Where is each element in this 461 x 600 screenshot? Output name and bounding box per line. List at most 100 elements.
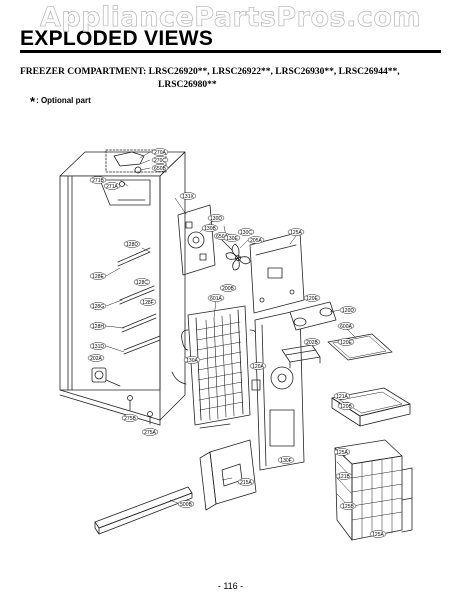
svg-text:120E: 120E: [306, 296, 318, 302]
callout-label: 202A: [87, 354, 105, 362]
callout-label: 275B: [121, 414, 139, 422]
model-list-line-1: FREEZER COMPARTMENT: LRSC26920**, LRSC26…: [20, 67, 400, 77]
svg-text:120B: 120B: [340, 404, 352, 410]
optional-part-text: : Optional part: [36, 96, 91, 105]
callout-label: 215A: [237, 478, 255, 486]
svg-text:120E: 120E: [340, 340, 352, 346]
callout-label: 128G: [89, 302, 107, 310]
callout-label: 131D: [89, 342, 107, 350]
svg-text:275B: 275B: [124, 416, 136, 422]
tray-drawing: [331, 387, 411, 427]
svg-text:130E: 130E: [226, 236, 238, 242]
callout-label: 121A: [333, 392, 351, 400]
svg-text:500B: 500B: [180, 502, 192, 508]
svg-text:131D: 131D: [92, 344, 104, 350]
callout-label: 125A: [287, 228, 305, 236]
callout-label: 202B: [303, 338, 321, 346]
wire-basket-drawing: [334, 439, 413, 541]
callout-label: 120E: [303, 294, 321, 302]
callout-label: 128C: [133, 278, 151, 286]
callout-label: 128D: [123, 240, 141, 248]
optional-part-note: *: Optional part: [30, 94, 91, 109]
svg-text:130F: 130F: [280, 458, 291, 464]
callout-label: 270C: [151, 156, 169, 164]
svg-text:271B: 271B: [92, 178, 104, 184]
callout-label: 130F: [277, 456, 295, 464]
svg-text:600A: 600A: [340, 324, 352, 330]
callout-label: 120E: [337, 338, 355, 346]
callout-label: 130E: [223, 234, 241, 242]
callout-label: 121B: [335, 472, 353, 480]
svg-text:200B: 200B: [222, 286, 234, 292]
svg-text:128F: 128F: [142, 300, 153, 306]
callout-label: 120A: [249, 362, 267, 370]
callout-label: 500B: [177, 500, 195, 508]
svg-text:130A: 130A: [186, 358, 198, 364]
svg-text:125B: 125B: [342, 504, 354, 510]
page-title: EXPLODED VIEWS: [20, 27, 214, 50]
callout-label: 131X: [179, 192, 197, 200]
callout-label: 270A: [151, 148, 169, 156]
callout-label: 271B: [89, 176, 107, 184]
svg-text:275A: 275A: [144, 430, 156, 436]
callout-label: 271A: [103, 182, 121, 190]
bin-bracket-drawing: [199, 439, 257, 511]
svg-text:121B: 121B: [338, 474, 350, 480]
title-rule: [20, 50, 441, 53]
callout-label: 200B: [219, 284, 237, 292]
evaporator-drawing: [171, 305, 259, 429]
callout-label: 120D: [339, 306, 357, 314]
svg-text:130D: 130D: [210, 216, 222, 222]
callout-label: 601A: [207, 294, 225, 302]
model-list-line-2: LRSC26980**: [158, 80, 217, 90]
callout-label: 128E: [89, 272, 107, 280]
svg-text:120A: 120A: [252, 364, 264, 370]
svg-text:202A: 202A: [90, 356, 102, 362]
svg-text:125A: 125A: [336, 450, 348, 456]
optional-star-icon: *: [30, 94, 36, 109]
svg-text:271A: 271A: [106, 184, 118, 190]
svg-text:650A: 650A: [216, 234, 228, 240]
ice-chute-drawing: [289, 301, 337, 331]
svg-text:202B: 202B: [306, 340, 318, 346]
callout-label: 600A: [337, 322, 355, 330]
glass-shelf-drawing: [327, 333, 393, 361]
svg-text:128D: 128D: [126, 242, 138, 248]
page-number: - 116 -: [217, 581, 244, 591]
callout-label: 120B: [337, 402, 355, 410]
svg-text:270A: 270A: [154, 150, 166, 156]
svg-text:130C: 130C: [240, 230, 252, 236]
svg-text:128H: 128H: [92, 324, 104, 330]
callout-label: 130C: [237, 228, 255, 236]
evaporator-cover-drawing: [251, 309, 305, 471]
svg-text:128E: 128E: [92, 274, 104, 280]
cabinet-drawing: [59, 149, 186, 426]
svg-text:128C: 128C: [136, 280, 148, 286]
callout-label: 130B: [201, 224, 219, 232]
model-list: FREEZER COMPARTMENT: LRSC26920**, LRSC26…: [20, 66, 400, 92]
callout-label: 128H: [89, 322, 107, 330]
callout-label: 125A: [369, 530, 387, 538]
duct-cover-drawing: [249, 231, 305, 314]
callout-label: 125A: [333, 448, 351, 456]
callout-label: 130A: [183, 356, 201, 364]
svg-text:601A: 601A: [210, 296, 222, 302]
bottom-rail-drawing: [94, 486, 193, 535]
svg-text:130B: 130B: [204, 226, 216, 232]
svg-text:205A: 205A: [250, 238, 262, 244]
callout-label: 275A: [141, 428, 159, 436]
svg-text:125A: 125A: [372, 532, 384, 538]
wire-shelf-drawing: [281, 344, 321, 369]
svg-text:120D: 120D: [342, 308, 354, 314]
callout-label: 650B: [151, 164, 169, 172]
svg-text:121A: 121A: [336, 394, 348, 400]
svg-text:650B: 650B: [154, 166, 166, 172]
callout-label: 130D: [207, 214, 225, 222]
callout-label: 128F: [139, 298, 157, 306]
svg-text:128G: 128G: [92, 304, 104, 310]
callout-label: 125B: [339, 502, 357, 510]
svg-text:125A: 125A: [290, 230, 302, 236]
fan-bracket-drawing: [177, 204, 251, 276]
svg-text:215A: 215A: [240, 480, 252, 486]
